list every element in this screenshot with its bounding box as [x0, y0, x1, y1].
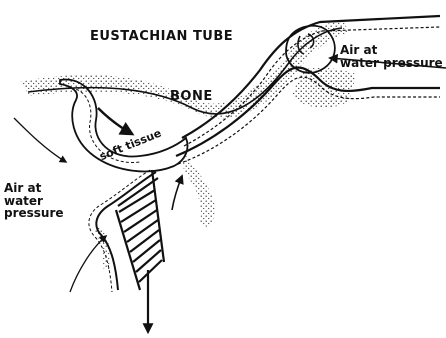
- air-left-line-3: pressure: [4, 207, 64, 220]
- soft-tissue-push-arrow: [98, 108, 132, 134]
- air-right-line-1: Air at: [340, 44, 443, 57]
- air-left-line-1: Air at: [4, 182, 64, 195]
- air-pressure-label-right: Air at water pressure: [340, 44, 443, 69]
- air-right-line-2: water pressure: [340, 57, 443, 70]
- air-pressure-arrow-left-upper: [14, 118, 66, 162]
- muscle-band: [116, 170, 164, 290]
- air-pressure-label-left: Air at water pressure: [4, 182, 64, 220]
- eustachian-tube-label: EUSTACHIAN TUBE: [90, 30, 233, 44]
- air-pressure-arrow-left-lower: [70, 236, 106, 292]
- tissue-up-arrow: [172, 176, 182, 210]
- bone-stipple-right: [292, 68, 356, 108]
- bone-label: BONE: [170, 90, 213, 104]
- bone-stipple-lower: [182, 150, 215, 228]
